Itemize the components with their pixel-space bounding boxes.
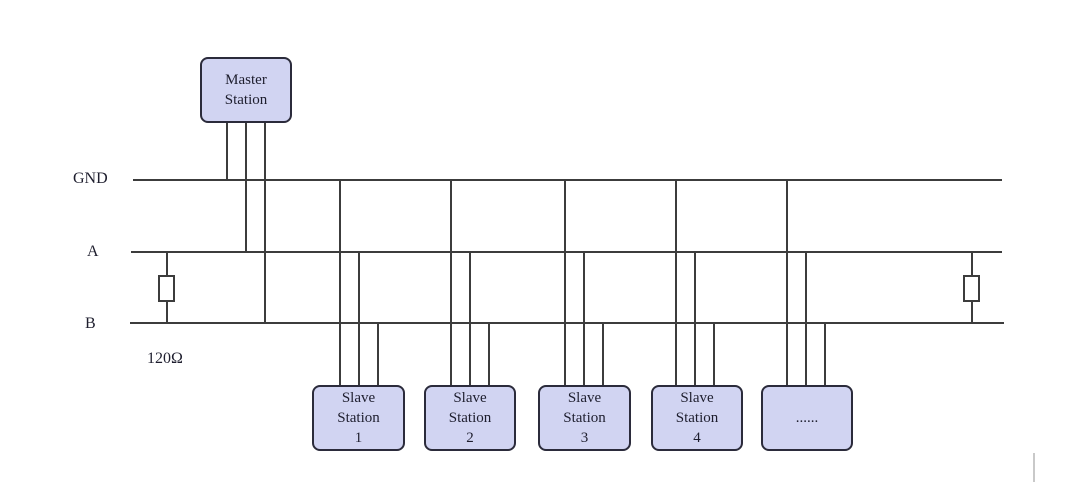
slave2-label-line2: Station [448,410,492,426]
slave3-b-wire [602,323,604,386]
gnd-bus-line [133,179,1002,181]
slave4-label-line3: 4 [693,430,701,446]
a-bus-line [131,251,1002,253]
slave3-label-line1: Slave [567,390,602,406]
slave3-gnd-wire [564,180,566,386]
slave4-label-line1: Slave [680,390,714,406]
slave4-label-line2: Station [675,410,719,426]
right-termination-resistor [963,275,980,302]
slave2-a-wire [469,252,471,386]
slave3-label-line3: 3 [580,430,589,446]
slave3-label-line2: Station [563,410,606,426]
ellipsis-station-gnd-wire [786,180,788,386]
slave2-gnd-wire [450,180,452,386]
slave1-gnd-wire [339,180,341,386]
slave1-label-line2: Station [337,410,380,426]
right-edge-artifact-line [1033,453,1035,482]
ellipsis-station-b-wire [824,323,826,386]
gnd-bus-label: GND [73,170,108,187]
slave1-label-line1: Slave [341,390,376,406]
left-termination-resistor [158,275,175,302]
slave4-b-wire [713,323,715,386]
a-bus-label: A [87,243,99,260]
ellipsis-station-label: ...... [795,410,819,426]
slave-station-4-box: Slave Station 4 [651,385,743,451]
slave4-gnd-wire [675,180,677,386]
slave1-label-line3: 1 [354,430,363,446]
ellipsis-station-a-wire [805,252,807,386]
slave4-a-wire [694,252,696,386]
slave-station-3-box: Slave Station 3 [538,385,631,451]
master-a-wire [245,120,247,253]
slave1-a-wire [358,252,360,386]
master-station-label-line1: Master [225,72,267,88]
slave-station-2-box: Slave Station 2 [424,385,516,451]
termination-resistance-label: 120Ω [147,350,183,367]
master-station-label-line2: Station [224,92,268,108]
slave1-b-wire [377,323,379,386]
slave2-label-line1: Slave [453,390,487,406]
b-bus-line [130,322,1004,324]
b-bus-label: B [85,315,96,332]
slave3-a-wire [583,252,585,386]
slave-station-1-box: Slave Station 1 [312,385,405,451]
slave2-label-line3: 2 [466,430,474,446]
slave2-b-wire [488,323,490,386]
ellipsis-station-box: ...... [761,385,853,451]
master-b-wire [264,120,266,324]
master-station-box: Master Station [200,57,292,123]
master-gnd-wire [226,120,228,181]
